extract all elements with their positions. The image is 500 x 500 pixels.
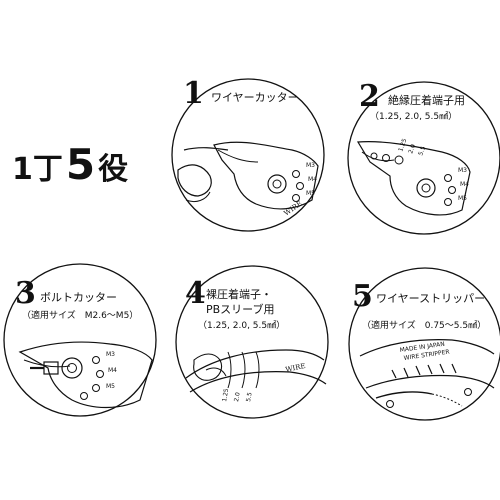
panel-circle (347, 81, 500, 235)
pivot-bolt-center (421, 183, 431, 193)
hand (177, 164, 212, 197)
finger (185, 191, 211, 203)
cutter-jaw (217, 149, 259, 163)
engraving: 1.25 (221, 388, 230, 403)
engraving: 2.0 (407, 143, 417, 155)
pivot-bolt (267, 174, 287, 194)
panel-wire-stripper: 5 ワイヤーストリッパー （適用サイズ 0.75〜5.5㎟） MADE IN J… (348, 267, 500, 421)
crimp-die (370, 152, 378, 160)
tool-name: ワイヤーカッター (211, 91, 299, 104)
tool-number: 4 (185, 276, 206, 311)
hole (80, 392, 88, 400)
wire (375, 391, 433, 399)
die-notch (241, 351, 246, 389)
pivot-bolt-center (67, 363, 77, 373)
plier-body (356, 141, 471, 216)
tool-number: 3 (15, 276, 36, 311)
hole (444, 198, 452, 206)
tool-subtitle: （適用サイズ M2.6〜M5） (22, 309, 138, 321)
tool-number: 1 (183, 76, 204, 111)
headline: 1丁 5 役 (12, 140, 128, 189)
wire (23, 359, 71, 368)
panel-wire-cutter: 1 ワイヤーカッター M3 M4 M5 WIRE (171, 76, 325, 232)
tool-number: 5 (352, 279, 373, 314)
tool-name: 絶縁圧着端子用 (388, 93, 465, 107)
engraving: 2.0 (233, 392, 242, 403)
panel-bare-terminal-crimper: 4 裸圧着端子・ PBスリーブ用 （1.25, 2.0, 5.5㎟） 1.25 … (175, 265, 329, 419)
hole (296, 182, 304, 190)
tool-name: ワイヤーストリッパー (376, 292, 485, 305)
plier-body (213, 141, 319, 210)
headline-part3: 役 (98, 152, 129, 187)
engraving: M3 (458, 167, 467, 174)
die-notch (255, 351, 260, 389)
terminal (205, 367, 227, 377)
wire (183, 147, 229, 151)
pivot-bolt (416, 178, 436, 198)
crimp-die (382, 154, 390, 162)
hole (292, 170, 300, 178)
lower-jaw (365, 374, 495, 389)
upper-jaw (185, 349, 325, 379)
bolt-hole-m3 (92, 356, 100, 364)
bolt-hole-m4 (96, 370, 104, 378)
engraving: M3 (106, 351, 115, 358)
crimp-cavity (193, 353, 223, 381)
upper-jaw (359, 339, 495, 357)
strip-notches (391, 363, 457, 379)
engraving: M4 (460, 181, 469, 188)
wire-strands (431, 393, 463, 407)
hole (448, 186, 456, 194)
engraving: M4 (108, 367, 117, 374)
tool-subtitle: （1.25, 2.0, 5.5㎟） (198, 320, 285, 331)
crimp-jaw (361, 151, 395, 162)
engraving: M4 (308, 176, 317, 183)
hole (444, 174, 452, 182)
tool-number: 2 (359, 79, 380, 114)
engraving: M5 (106, 383, 115, 390)
pivot-bolt-center (272, 179, 282, 189)
hole (464, 388, 472, 396)
tool-name-line2: PBスリーブ用 (206, 302, 275, 316)
crimp-die (394, 155, 404, 165)
lower-jaw (189, 371, 327, 393)
engraving: M3 (306, 162, 315, 169)
engraving: 5.5 (417, 145, 427, 157)
tool-subtitle: （適用サイズ 0.75〜5.5㎟） (362, 319, 486, 331)
die-notch (227, 351, 232, 389)
bolt-hole-m5 (92, 384, 100, 392)
panel-insulated-crimper: 2 絶縁圧着端子用 （1.25, 2.0, 5.5㎟） 1.25 2.0 5.5… (347, 79, 500, 235)
pivot-bolt (61, 357, 83, 379)
plier-body (18, 341, 153, 409)
tool-name: ボルトカッター (40, 291, 117, 304)
engraving: 1.25 (397, 138, 408, 153)
panel-circle (175, 265, 329, 419)
panel-bolt-cutter: 3 ボルトカッター （適用サイズ M2.6〜M5） M3 M4 M5 (3, 263, 157, 417)
headline-number: 5 (65, 140, 96, 189)
tool-subtitle: （1.25, 2.0, 5.5㎟） (370, 111, 457, 122)
engraving: M5 (306, 190, 315, 197)
headline-part1: 1丁 (12, 152, 63, 187)
hole (292, 194, 300, 202)
panel-circle (3, 263, 157, 417)
hole (386, 400, 394, 408)
tool-name: 裸圧着端子・ (206, 287, 272, 301)
engraving: M5 (458, 195, 467, 202)
engraving: 5.5 (245, 392, 254, 403)
